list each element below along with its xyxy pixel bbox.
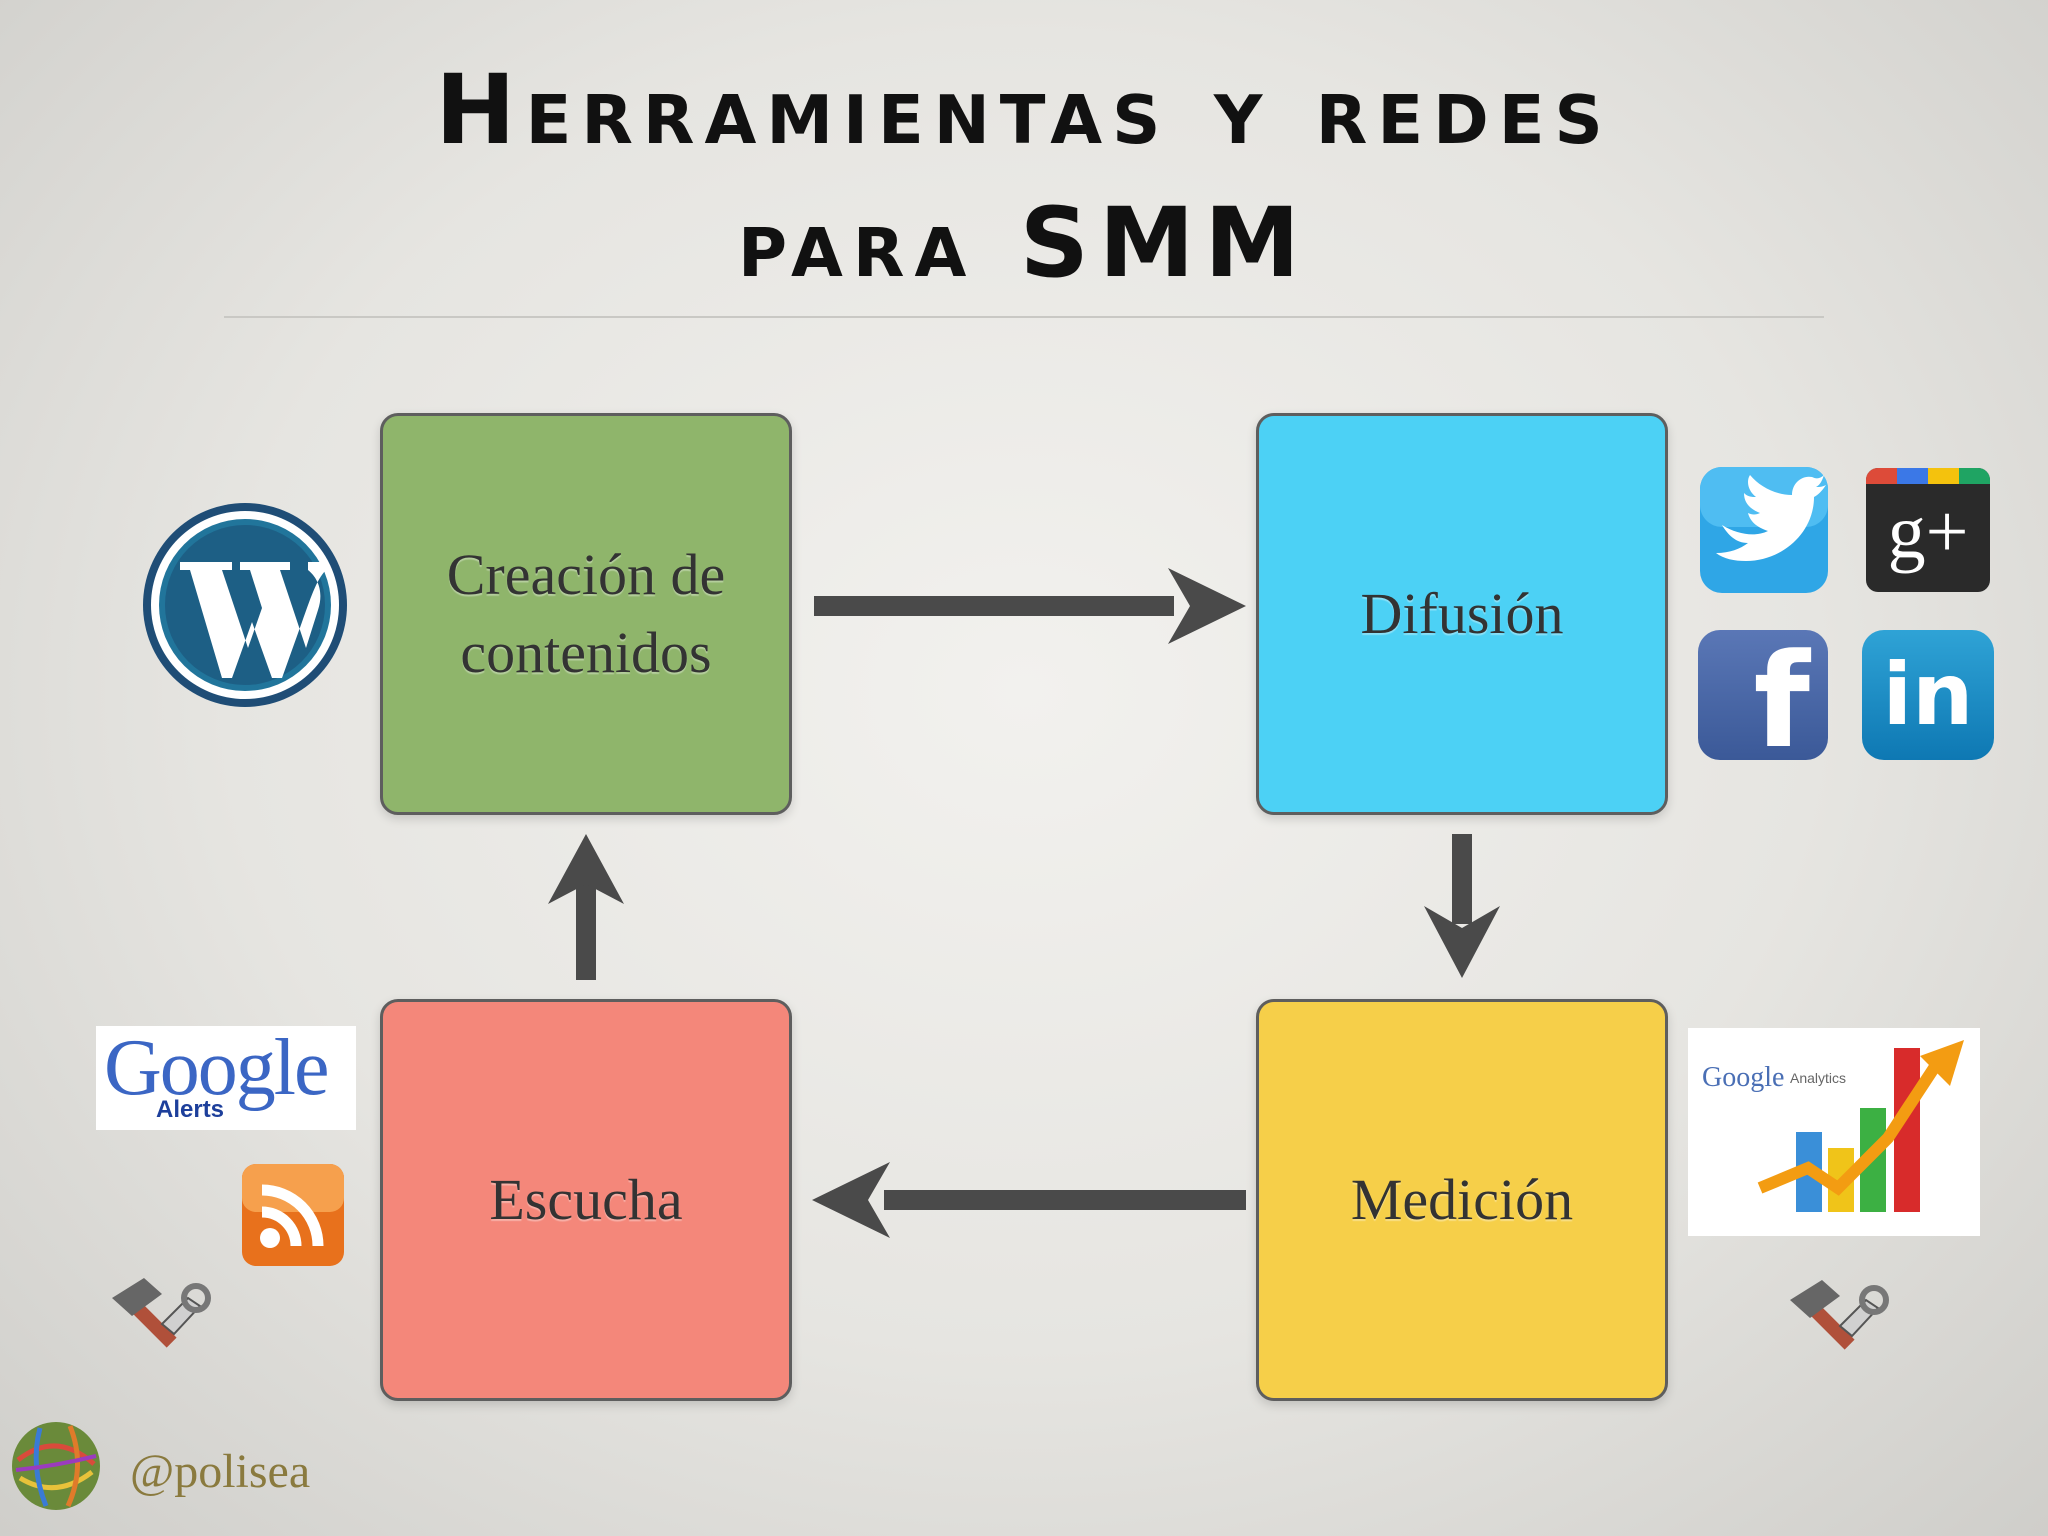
medicion-box: Medición <box>1256 999 1668 1401</box>
escucha-label: Escucha <box>489 1167 683 1232</box>
analytics-chart-graphic <box>1757 1040 1964 1212</box>
title-divider <box>224 316 1824 318</box>
difusion-box: Difusión <box>1256 413 1668 815</box>
facebook-logo-icon: f <box>1698 630 1828 760</box>
google-analytics-word: Google <box>1702 1062 1785 1093</box>
facebook-text: f <box>1753 630 1810 760</box>
linkedin-logo-icon: in <box>1862 630 1994 760</box>
avatar-icon <box>12 1422 100 1510</box>
tools-icon <box>1790 1280 1889 1350</box>
google-plus-text: g+ <box>1887 490 1969 574</box>
slide-title-line2: para SMM <box>738 187 1310 299</box>
twitter-handle: @polisea <box>130 1445 311 1498</box>
arrow-escucha-to-creacion <box>548 834 624 980</box>
google-analytics-logo-icon: Google Analytics <box>1688 1028 1980 1236</box>
wordpress-logo-icon <box>143 503 347 707</box>
medicion-label: Medición <box>1350 1167 1574 1232</box>
difusion-label: Difusión <box>1360 581 1564 646</box>
arrow-creacion-to-difusion <box>814 568 1246 644</box>
google-plus-logo-icon: g+ <box>1866 468 1990 592</box>
google-alerts-word: Google <box>104 1024 330 1112</box>
rss-icon <box>242 1164 344 1266</box>
google-alerts-logo-icon: Google Alerts <box>96 1026 356 1130</box>
arrow-difusion-to-medicion <box>1424 834 1500 978</box>
arrow-medicion-to-escucha <box>812 1162 1246 1238</box>
twitter-logo-icon <box>1700 467 1828 593</box>
escucha-box: Escucha <box>380 999 792 1401</box>
google-analytics-sub: Analytics <box>1790 1070 1847 1086</box>
linkedin-text: in <box>1882 645 1974 745</box>
google-alerts-sub: Alerts <box>156 1096 225 1123</box>
creacion-contenidos-label: Creación de contenidos <box>446 542 726 685</box>
tools-icon <box>112 1278 211 1348</box>
creacion-contenidos-box: Creación de contenidos <box>380 413 792 815</box>
slide-title-line1: Herramientas y redes <box>435 54 1613 166</box>
